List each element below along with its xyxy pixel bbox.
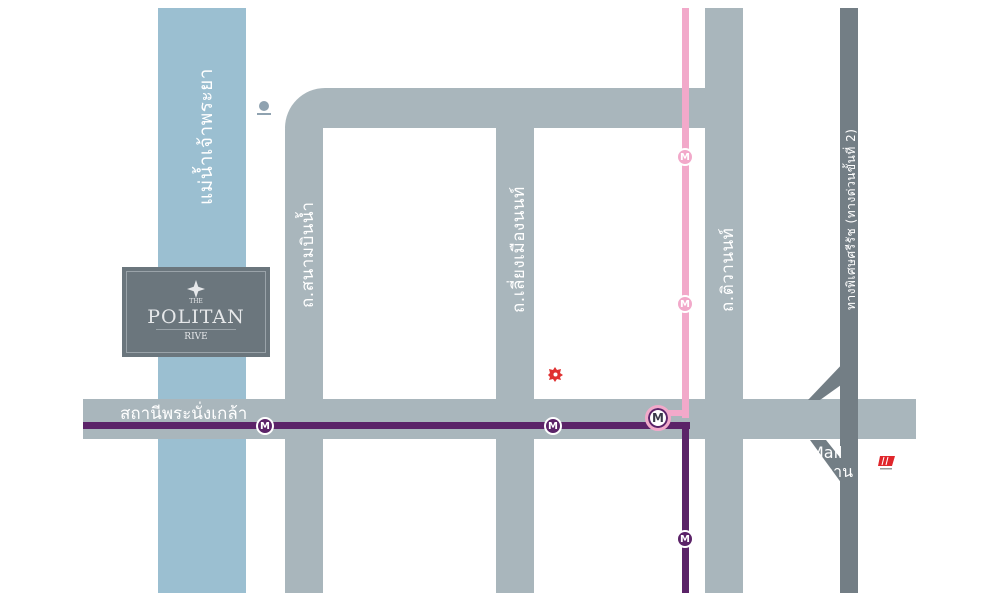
road-sanambinnam (285, 100, 323, 593)
road-label-liangmueangnon: ถ.เลี่ยงเมืองนนท์ (509, 186, 529, 313)
mrt-station-pink-mid[interactable]: M (676, 295, 694, 313)
road-label-expressway: ทางพิเศษศรีรัช (ทางด่วนขั้นที่ 2) (844, 128, 858, 310)
mall-label-line2: งามวงศ์วาน (815, 460, 853, 485)
project-logo-the-politan-rive[interactable]: THE POLITAN RIVE (122, 267, 270, 357)
pink-line-vertical (682, 8, 689, 418)
mrt-station-purple-south[interactable]: M (676, 530, 694, 548)
station-label-phranangklao: สถานีพระนั่งเกล้า (120, 404, 248, 424)
landmark-red-emblem-icon (548, 367, 563, 382)
road-liangmueangnon (496, 100, 534, 593)
mall-label-line2-text: งามวงศ์วาน (815, 462, 853, 481)
mall-label-line1: Mall (810, 443, 843, 462)
the-mall-logo-icon (878, 456, 895, 470)
logo-rive: RIVE (184, 332, 208, 342)
purple-line-horizontal (83, 422, 690, 429)
river-label: แม่น้ำเจ้าพระยา (195, 68, 217, 205)
logo-politan: POLITAN (147, 306, 245, 328)
road-top-horizontal (285, 88, 705, 128)
road-label-tiwanon: ถ.ติวานนท์ (718, 227, 738, 312)
purple-line-vertical (682, 422, 689, 593)
road-tiwanon (705, 8, 743, 593)
expressway-ramp (808, 358, 850, 495)
mrt-station-purple-mid[interactable]: M (544, 417, 562, 435)
logo-the: THE (189, 298, 203, 305)
landmark-emblem-icon (257, 101, 271, 115)
logo-ornament-icon (187, 280, 205, 298)
mrt-interchange-station[interactable]: M (645, 405, 671, 431)
mrt-station-pink-north[interactable]: M (676, 148, 694, 166)
road-label-sanambinnam: ถ.สนามบินน้ำ (298, 201, 318, 308)
pink-line-connector (665, 410, 689, 416)
road-expressway (840, 8, 858, 593)
mrt-station-phranangklao[interactable]: M (256, 417, 274, 435)
